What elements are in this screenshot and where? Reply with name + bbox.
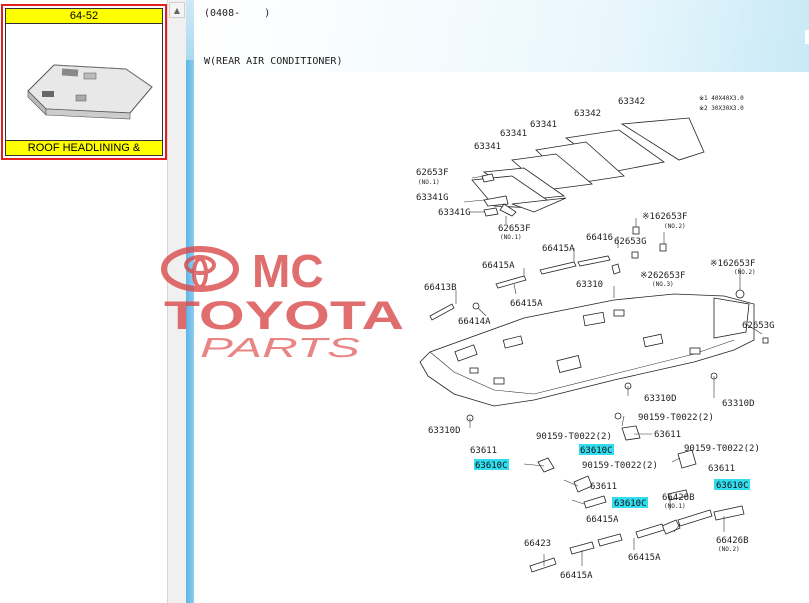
condition-label: W(REAR AIR CONDITIONER): [204, 56, 343, 67]
part-62653F-2[interactable]: 62653F: [498, 224, 531, 234]
part-90159-c[interactable]: 90159-T0022(2): [684, 444, 760, 454]
part-66413B[interactable]: 66413B: [424, 283, 457, 293]
headliner-body: [419, 293, 755, 407]
part-66415A-4[interactable]: 66415A: [586, 515, 619, 525]
part-66423[interactable]: 66423: [524, 539, 551, 549]
part-63342-b[interactable]: 63342: [574, 109, 601, 119]
note-2: ※2 30X30X3.0: [699, 105, 744, 112]
part-63310D-2[interactable]: 63310D: [722, 399, 755, 409]
parts-diagram: ※1 40X40X3.0 ※2 30X30X3.0 63342 63342 63…: [416, 95, 775, 581]
header-band: (0408- ) W(REAR AIR CONDITIONER): [194, 0, 809, 72]
part-66426B-1[interactable]: 66426B: [662, 493, 695, 503]
part-62653F-5-sub: (NO.2): [734, 269, 756, 276]
headlining-thumbnail-image: [27, 64, 153, 120]
part-63310D-3[interactable]: 63310D: [428, 426, 461, 436]
scroll-up-icon[interactable]: ▲: [169, 2, 185, 18]
highlight-63610C-c: [714, 479, 750, 490]
part-66426B-2-sub: (NO.2): [718, 546, 740, 553]
rail-parts: [429, 255, 745, 573]
part-63341-b[interactable]: 63341: [500, 129, 527, 139]
part-62653F-4[interactable]: ※262653F: [640, 271, 685, 281]
part-66415A-3[interactable]: 66415A: [510, 299, 543, 309]
part-62653F-5[interactable]: ※162653F: [710, 259, 755, 269]
part-66415A-1[interactable]: 66415A: [542, 244, 575, 254]
part-63341-c[interactable]: 63341: [474, 142, 501, 152]
part-66426B-2[interactable]: 66426B: [716, 536, 749, 546]
highlight-63610C-d: [612, 497, 648, 508]
vertical-scrollbar[interactable]: ▲: [167, 0, 186, 603]
leader-lines: [455, 175, 763, 566]
thumbnail-frame: 64-52 ROOF HEADLINING &: [5, 8, 163, 156]
part-63611-c[interactable]: 63611: [708, 464, 735, 474]
part-63610C-d[interactable]: 63610C: [614, 499, 647, 509]
part-62653F-4-sub: (NO.3): [652, 281, 674, 288]
part-63341G-1[interactable]: 63341G: [416, 193, 449, 203]
part-62653G-2[interactable]: 62653G: [742, 321, 775, 331]
highlight-63610C-a: [579, 444, 614, 455]
part-63341-a[interactable]: 63341: [530, 120, 557, 130]
part-62653F-1-sub: (NO.1): [418, 179, 440, 186]
diagram-area: (0408- ) W(REAR AIR CONDITIONER): [186, 0, 809, 603]
part-63342-a[interactable]: 63342: [618, 97, 645, 107]
part-63610C-a[interactable]: 63610C: [580, 446, 613, 456]
part-63611-a[interactable]: 63611: [654, 430, 681, 440]
part-90159-a[interactable]: 90159-T0022(2): [638, 413, 714, 423]
part-63341G-2[interactable]: 63341G: [438, 208, 471, 218]
highlight-63610C-b: [474, 459, 509, 470]
part-90159-b[interactable]: 90159-T0022(2): [536, 432, 612, 442]
part-63610C-c[interactable]: 63610C: [716, 481, 749, 491]
thumbnail-panel: 64-52 ROOF HEADLINING & ▲: [0, 0, 186, 603]
thumbnail-card[interactable]: 64-52 ROOF HEADLINING &: [1, 4, 167, 160]
part-62653F-3-sub: (NO.2): [664, 223, 686, 230]
thumbnail-title: ROOF HEADLINING &: [6, 140, 162, 155]
note-1: ※1 40X40X3.0: [699, 95, 744, 102]
part-63610C-b[interactable]: 63610C: [475, 461, 508, 471]
part-62653G-1[interactable]: 62653G: [614, 237, 647, 247]
edge-mark: [805, 30, 809, 44]
part-62653F-2-sub: (NO.1): [500, 234, 522, 241]
date-range: (0408- ): [204, 8, 271, 19]
part-90159-d[interactable]: 90159-T0022(2): [582, 461, 658, 471]
parts-diagram-container: ※1 40X40X3.0 ※2 30X30X3.0 63342 63342 63…: [194, 72, 809, 603]
part-66415A-2[interactable]: 66415A: [482, 261, 515, 271]
part-66426B-1-sub: (NO.1): [664, 503, 686, 510]
part-66415A-5[interactable]: 66415A: [628, 553, 661, 563]
part-63611-b[interactable]: 63611: [470, 446, 497, 456]
part-62653F-3[interactable]: ※162653F: [642, 212, 687, 222]
thumbnail-code: 64-52: [6, 9, 162, 24]
part-63310D-1[interactable]: 63310D: [644, 394, 677, 404]
part-63611-d[interactable]: 63611: [590, 482, 617, 492]
part-66416[interactable]: 66416: [586, 233, 613, 243]
part-63310[interactable]: 63310: [576, 280, 603, 290]
small-clips: [481, 173, 769, 344]
part-62653F-1[interactable]: 62653F: [416, 168, 449, 178]
left-accent-strip: [186, 60, 194, 603]
part-66415A-6[interactable]: 66415A: [560, 571, 593, 581]
part-66414A[interactable]: 66414A: [458, 317, 491, 327]
